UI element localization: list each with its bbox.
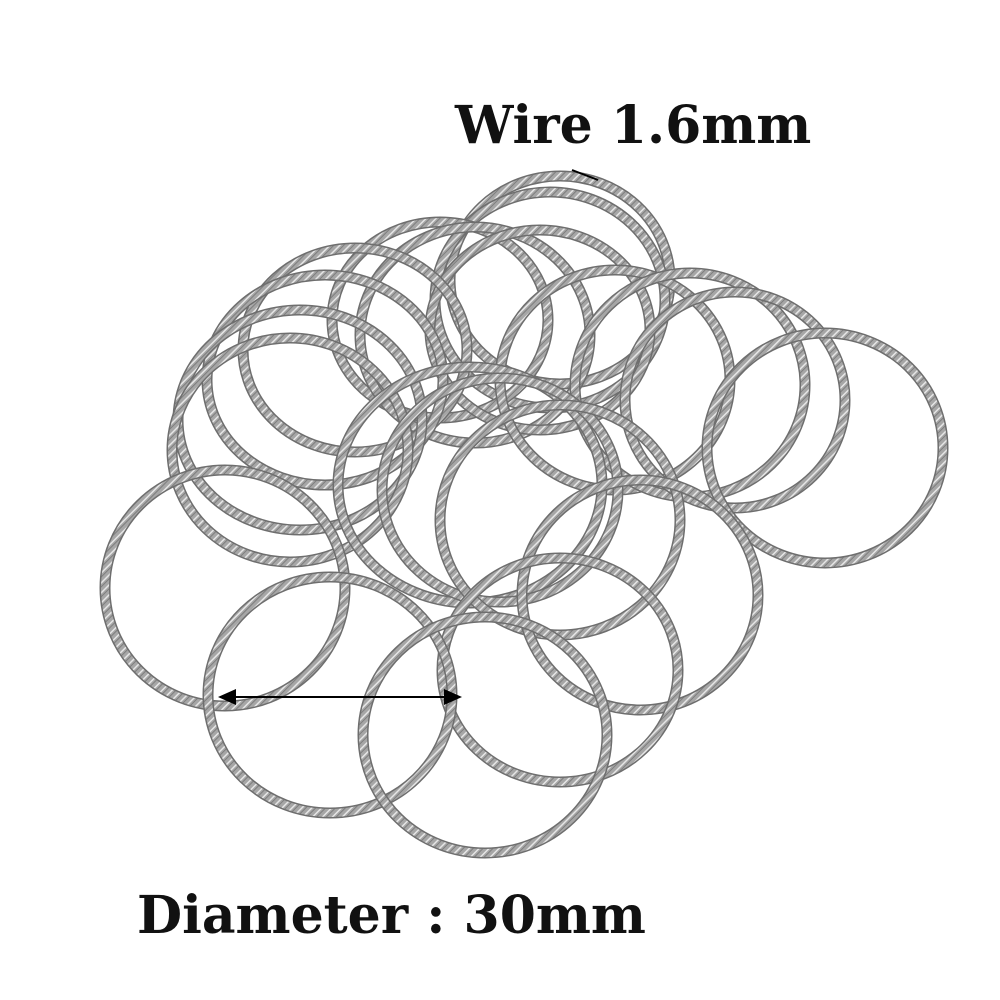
ring-texture — [101, 466, 349, 710]
ring-group — [99, 170, 949, 859]
ring-texture — [378, 374, 622, 606]
ring-texture — [168, 334, 412, 566]
wire-thickness-label: Wire 1.6mm — [455, 95, 812, 156]
ring-texture — [518, 476, 762, 714]
wire-pointer — [571, 169, 599, 181]
ring-texture — [203, 271, 447, 489]
ring-texture — [621, 288, 849, 512]
ring-texture — [204, 573, 456, 817]
ring-texture — [438, 554, 682, 786]
ring-texture — [703, 329, 947, 567]
ring-texture — [359, 613, 611, 857]
ring-texture — [436, 401, 684, 639]
diameter-label: Diameter : 30mm — [137, 885, 646, 946]
